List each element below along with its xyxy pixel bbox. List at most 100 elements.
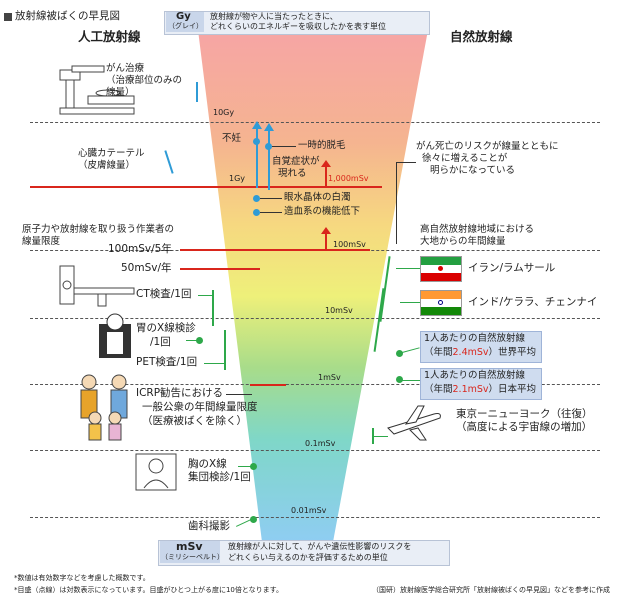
ct-scanner-icon	[59, 265, 135, 307]
flight-label-2: （高度による宇宙線の増加）	[456, 421, 593, 433]
japan-average-line1: 1人あたりの自然放射線	[424, 370, 526, 381]
gy-unit-box	[164, 11, 430, 35]
ct-connector	[198, 295, 212, 296]
gy-symbol-box	[166, 12, 204, 32]
india-label: インド/ケララ、チェンナイ	[468, 296, 598, 308]
risk-arrow-1000-stem	[325, 166, 327, 186]
airplane-icon	[387, 405, 441, 441]
cataract-dot	[253, 195, 260, 202]
worker-label-2: 線量限度	[22, 236, 61, 247]
msv-desc-2: どれくらい与えるのかを評価するための単位	[228, 553, 388, 562]
msv-desc-1: 放射線が人に対して、がんや遺伝性影響のリスクを	[228, 542, 412, 551]
cancer-risk-label-2: 徐々に増えることが	[422, 153, 508, 164]
cancer-risk-label-3: 明らかになっている	[430, 165, 516, 176]
stomach-dot	[196, 337, 203, 344]
japan-average-dot	[396, 376, 403, 383]
natural-heading: 自然放射線	[450, 29, 513, 44]
chest-label-2: 集団検診/1回	[188, 471, 251, 483]
worker-label-1: 原子力や放射線を取り扱う作業者の	[22, 224, 175, 235]
hair-loss-label: 一時的脱毛	[298, 140, 346, 151]
cardiac-label-2: （皮膚線量）	[78, 160, 136, 171]
scale-100msv: 100mSv	[333, 240, 366, 249]
one-gy-line	[30, 186, 382, 188]
flight-bar	[372, 428, 374, 444]
pet-label: PET検査/1回	[136, 356, 198, 368]
blood-label: 造血系の機能低下	[284, 206, 361, 217]
scale-line-1msv	[30, 384, 600, 385]
sterility-label: 不妊	[222, 133, 242, 144]
hair-loss-dot	[265, 143, 272, 150]
cancer-treatment-label-2: （治療部位のみの	[106, 75, 183, 86]
india-flag-icon	[420, 290, 462, 316]
hair-loss-arrowhead	[264, 123, 274, 131]
stomach-label-1: 胃のX線検診	[136, 322, 196, 334]
cancer-risk-label-1: がん死亡のリスクが線量とともに	[416, 141, 559, 152]
scale-001msv: 0.01mSv	[291, 506, 327, 515]
gy-reading: （グレイ）	[168, 22, 203, 30]
footnote-1: *数値は有効数字などを考慮した概数です。	[14, 574, 150, 582]
icrp-label-1: ICRP勧告における	[136, 387, 224, 399]
chest-connector	[238, 466, 252, 467]
msv-symbol-box	[160, 541, 220, 563]
cancer-treatment-bar	[196, 82, 198, 102]
ct-bar	[212, 290, 214, 326]
dental-label: 歯科撮影	[188, 520, 230, 532]
msv-symbol: mSv	[176, 540, 203, 553]
scale-line-10gy	[30, 122, 600, 123]
sterility-arrow	[256, 128, 258, 188]
chest-dot	[250, 463, 257, 470]
high-area-label-2: 大地からの年間線量	[420, 236, 506, 247]
risk-arrow-100-stem	[325, 234, 327, 250]
family-icon	[80, 374, 128, 441]
icrp-red-line	[250, 384, 286, 386]
icrp-label-3: （医療被ばくを除く）	[142, 415, 247, 427]
stomach-connector	[186, 340, 198, 341]
scale-01msv: 0.1mSv	[305, 439, 336, 448]
japan-average-connector	[402, 380, 420, 381]
symptoms-label-1: 自覚症状が	[272, 156, 320, 167]
flight-label-1: 東京ーニューヨーク（往復）	[456, 408, 593, 420]
world-average-box	[420, 331, 542, 363]
msv-reading: （ミリシーベルト）	[161, 553, 224, 561]
high-area-label-1: 高自然放射線地域における	[420, 224, 535, 235]
scale-1000msv: 1,000mSv	[328, 174, 369, 183]
limit-1y-label: 50mSv/年	[121, 262, 172, 274]
cancer-treatment-label-1: がん治療	[106, 63, 145, 74]
gy-desc-2: どれくらいのエネルギーを吸収したかを表す単位	[210, 22, 386, 31]
cataract-label: 眼水晶体の白濁	[284, 192, 351, 203]
blood-dot	[253, 209, 260, 216]
gy-symbol: Gy	[176, 11, 191, 22]
japan-average-box	[420, 368, 542, 400]
icrp-label-2: 一般公衆の年間線量限度	[142, 401, 258, 413]
cancer-risk-connector-v	[396, 162, 397, 244]
title-square-icon	[4, 13, 12, 21]
100msv-red-line	[180, 249, 370, 251]
cardiac-label-1: 心臓カテーテル	[78, 148, 145, 159]
hair-loss-arrow	[268, 130, 270, 190]
symptoms-label-2: 現れる	[278, 168, 307, 179]
cancer-risk-connector	[396, 162, 416, 163]
flight-connector	[374, 436, 388, 437]
risk-arrow-1000-head	[321, 160, 331, 167]
scale-10gy: 10Gy	[213, 108, 235, 117]
credit-note: （国研）放射線医学総合研究所「放射線被ばくの早見図」などを参考に作成	[372, 586, 610, 594]
world-average-line1: 1人あたりの自然放射線	[424, 333, 526, 344]
blood-connector	[260, 212, 282, 213]
iran-connector	[396, 268, 420, 269]
50msv-red-line	[180, 268, 260, 270]
limit-5y-label: 100mSv/5年	[108, 243, 172, 255]
scale-1gy: 1Gy	[229, 174, 246, 183]
japan-average-value: 2.1mSv	[452, 384, 489, 395]
xray-person-icon	[99, 313, 131, 358]
cancer-treatment-label-3: 線量）	[106, 87, 135, 98]
hair-loss-connector	[272, 146, 296, 147]
world-average-line2: （年間2.4mSv）世界平均	[424, 347, 537, 358]
pet-bar	[224, 330, 226, 370]
india-connector	[400, 302, 420, 303]
sterility-dot	[253, 138, 260, 145]
scale-line-001msv	[30, 517, 600, 518]
scale-line-10msv	[30, 318, 600, 319]
footnote-2: *目盛（点線）は対数表示になっています。目盛がひとつ上がる度に10倍となります。	[14, 586, 283, 594]
radiotherapy-machine-icon	[59, 65, 135, 115]
